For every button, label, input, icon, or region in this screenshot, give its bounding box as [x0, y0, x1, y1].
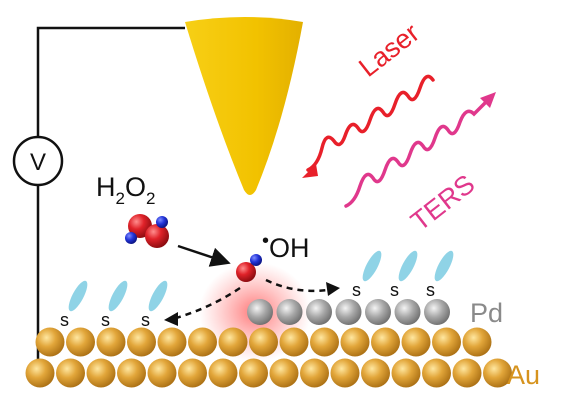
svg-text:s: s — [101, 310, 110, 330]
au-atom — [452, 358, 482, 388]
svg-text:s: s — [60, 310, 69, 330]
au-atom — [269, 358, 299, 388]
laser-label: Laser — [353, 18, 425, 83]
oh-molecule-icon — [236, 254, 262, 282]
h2o2-molecule-icon — [125, 214, 169, 248]
au-atom — [361, 358, 390, 388]
circuit-wire — [36, 26, 185, 362]
pd-atom — [306, 299, 332, 325]
h2o2-label: H2O2 — [96, 172, 155, 208]
ligands-left: s s s — [60, 280, 168, 330]
au-atom — [462, 327, 492, 357]
pd-atom — [247, 299, 273, 325]
au-label: Au — [507, 360, 540, 390]
pd-atom — [335, 299, 362, 325]
au-atom — [96, 327, 126, 357]
au-atom — [127, 327, 156, 357]
dashed-arrow-left — [175, 286, 241, 320]
reaction-arrow — [177, 244, 231, 267]
svg-text:s: s — [426, 280, 435, 300]
au-atom — [340, 327, 370, 357]
au-atom — [147, 358, 177, 388]
ters-label: TERS — [405, 169, 480, 237]
svg-text:s: s — [141, 310, 150, 330]
pd-atom — [394, 299, 421, 325]
svg-text:s: s — [352, 280, 361, 300]
palladium-layer — [247, 299, 450, 325]
au-atom — [391, 358, 421, 388]
au-atom — [188, 327, 217, 357]
svg-text:s: s — [390, 280, 399, 300]
dashed-arrow-right — [265, 278, 329, 293]
ligands-right: s s s — [352, 250, 454, 300]
au-atom — [66, 327, 95, 357]
au-atom — [401, 327, 431, 357]
au-atom — [249, 327, 278, 357]
voltmeter-label: V — [30, 149, 46, 176]
au-atom — [178, 358, 207, 388]
voltmeter-icon: V — [12, 135, 64, 187]
au-atom — [157, 327, 187, 357]
pd-atom — [365, 299, 391, 325]
au-atom — [371, 327, 400, 357]
pd-atom — [424, 299, 450, 325]
tip-icon — [185, 17, 303, 195]
au-atom — [330, 358, 360, 388]
au-atom — [35, 327, 65, 357]
au-atom — [218, 327, 248, 357]
au-atom — [483, 358, 512, 388]
gold-substrate — [25, 327, 512, 388]
pd-atom — [276, 299, 303, 325]
au-atom — [279, 327, 309, 357]
au-atom — [117, 358, 146, 388]
au-atom — [310, 327, 339, 357]
laser-wave-icon: Laser — [302, 18, 435, 178]
au-atom — [56, 358, 85, 388]
au-atom — [86, 358, 116, 388]
oh-radical-label: •OH — [262, 230, 310, 263]
pd-label: Pd — [470, 298, 503, 328]
au-atom — [208, 358, 238, 388]
au-atom — [300, 358, 329, 388]
au-atom — [432, 327, 461, 357]
au-atom — [422, 358, 451, 388]
au-atom — [239, 358, 268, 388]
au-atom — [25, 358, 55, 388]
ters-wave-icon: TERS — [344, 92, 496, 237]
